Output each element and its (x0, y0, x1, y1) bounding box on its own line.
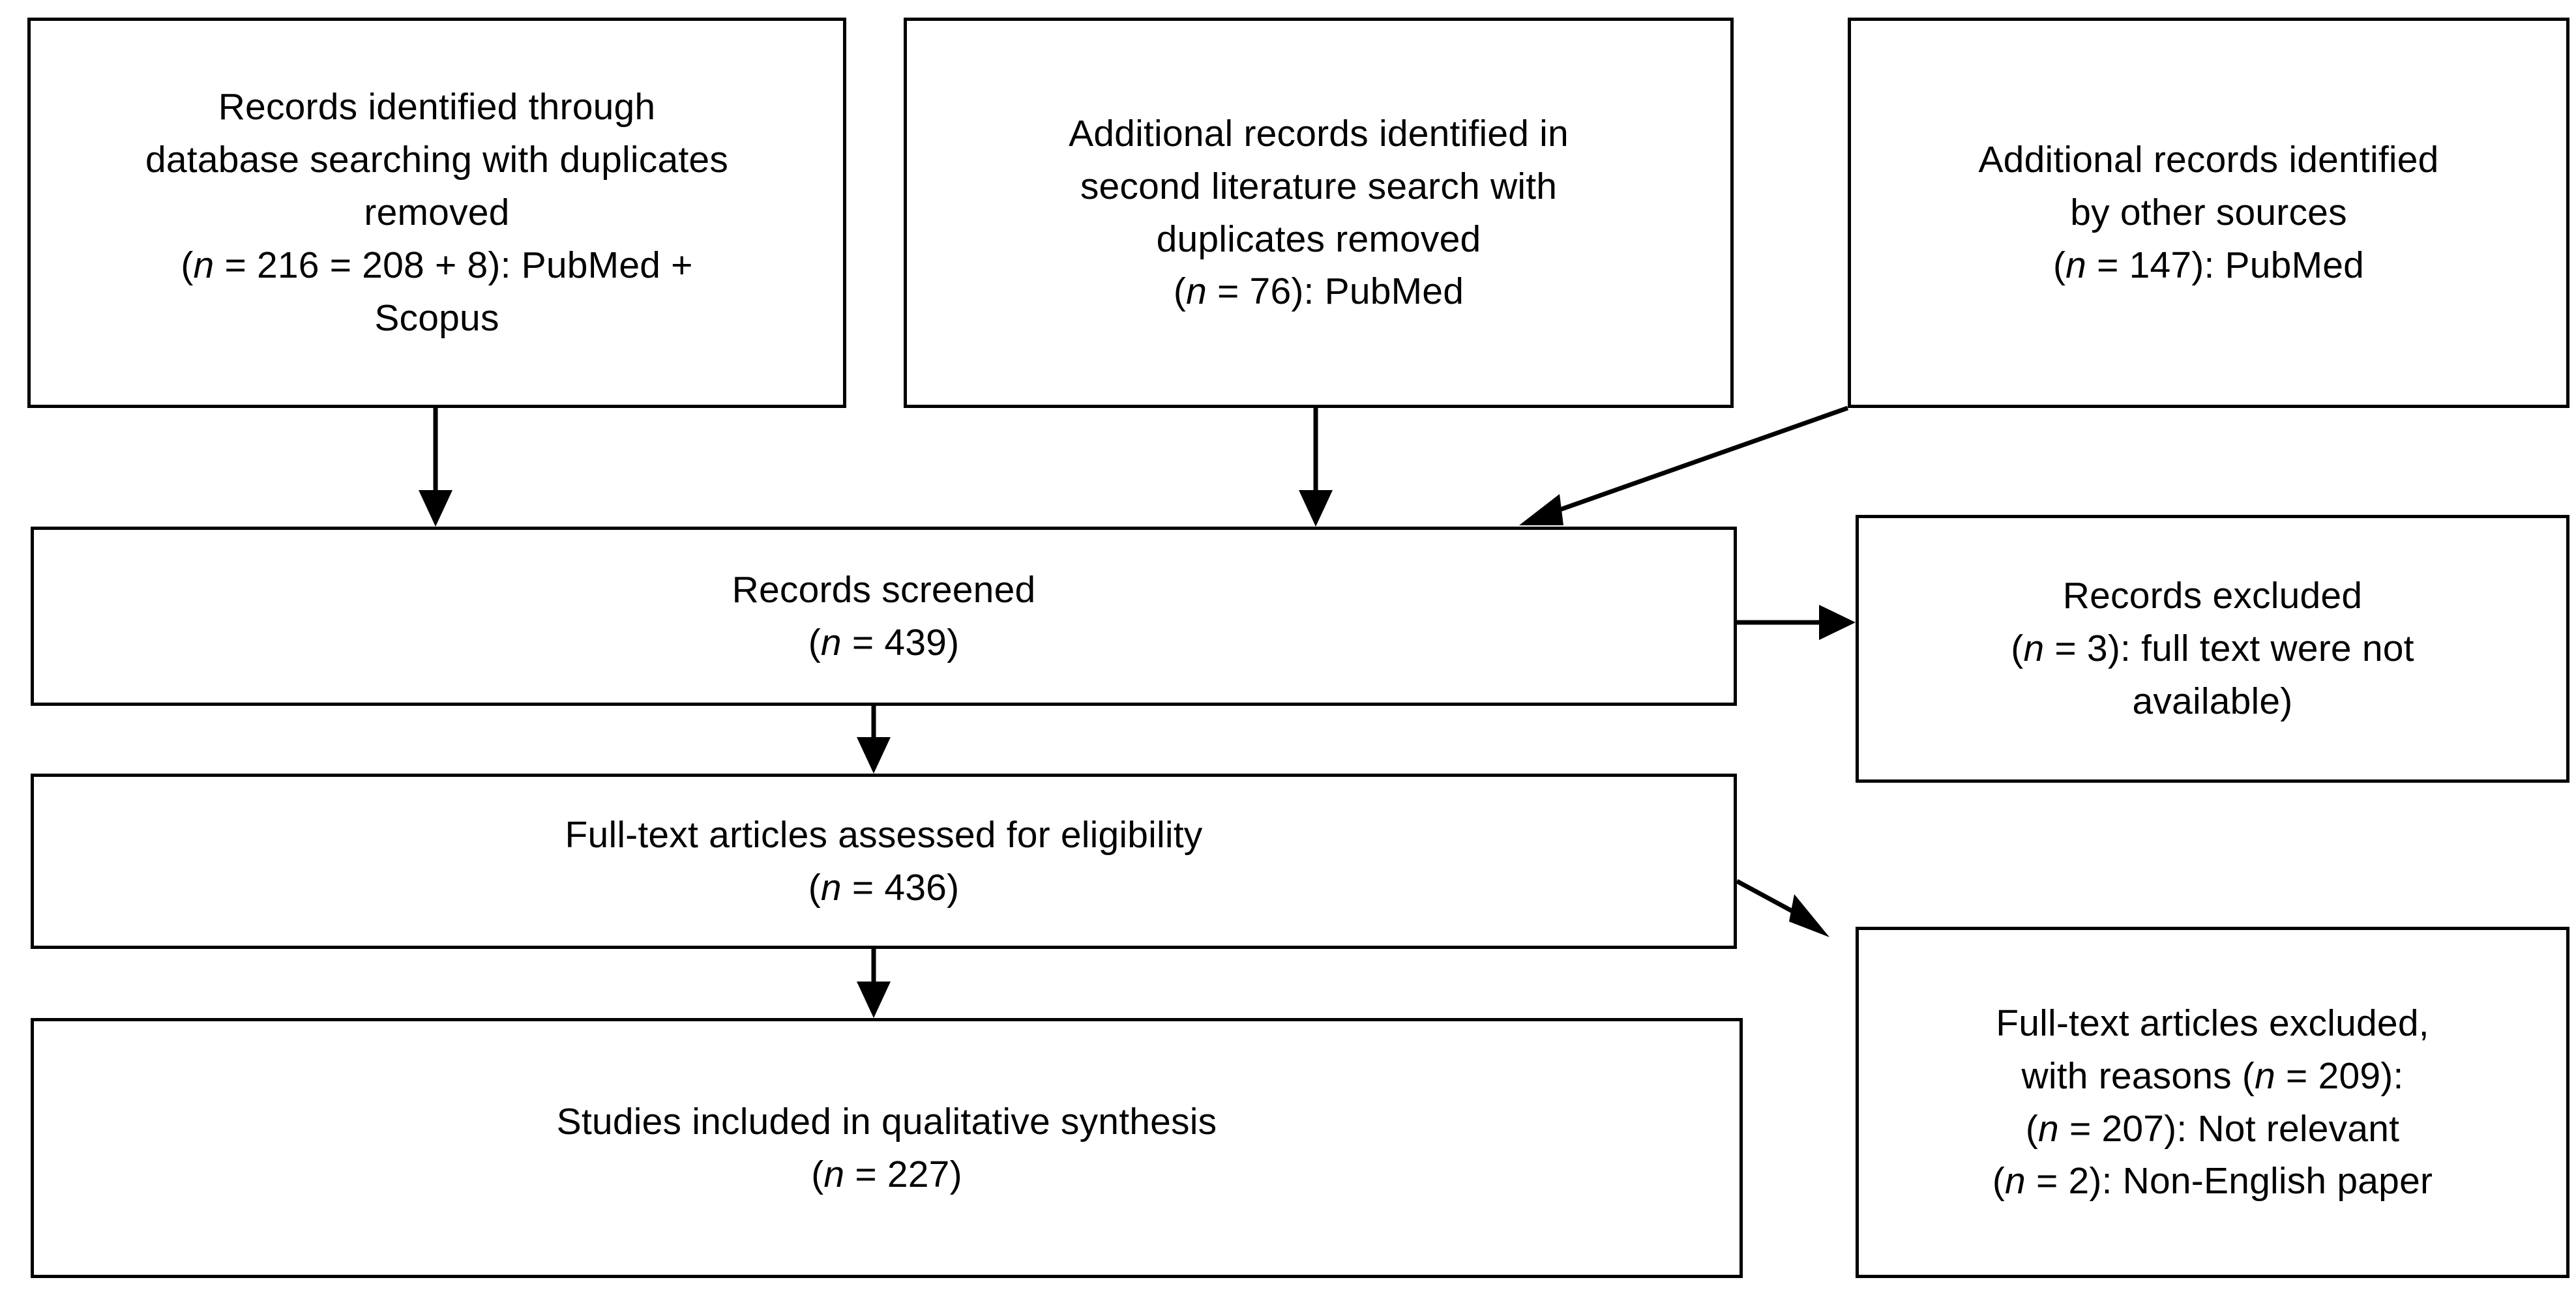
node-line-count: (n = 436) (808, 866, 960, 909)
node-line: Studies included in qualitative synthesi… (556, 1100, 1217, 1142)
node-additional-records-other-sources: Additional records identified by other s… (1848, 18, 2569, 408)
node-line-reason: (n = 2): Non-English paper (1992, 1160, 2433, 1202)
node-additional-records-second-search: Additional records identified in second … (904, 18, 1734, 408)
node-line-count: (n = 439) (808, 621, 960, 663)
node-line: duplicates removed (1156, 218, 1481, 260)
node-line-count: with reasons (n = 209): (2021, 1055, 2404, 1097)
arrow-fulltext-to-included (857, 949, 891, 1018)
node-line: second literature search with (1080, 165, 1558, 207)
node-line: removed (364, 192, 510, 234)
arrow-other-sources-to-screened (1519, 405, 1849, 525)
node-line: by other sources (2070, 192, 2347, 234)
arrow-second-search-to-screened (1299, 408, 1333, 527)
arrow-db-search-to-screened (419, 408, 452, 527)
node-line: Full-text articles assessed for eligibil… (565, 813, 1203, 856)
node-records-screened: Records screened (n = 439) (31, 527, 1737, 706)
node-line: Full-text articles excluded, (1996, 1002, 2429, 1044)
node-line: database searching with duplicates (145, 139, 729, 181)
arrow-screened-to-excluded (1737, 605, 1856, 640)
node-line: available) (2132, 680, 2293, 722)
node-line: Scopus (374, 297, 499, 339)
node-fulltext-articles-assessed: Full-text articles assessed for eligibil… (31, 774, 1737, 949)
arrow-fulltext-to-fulltext-excluded (1736, 879, 1829, 937)
node-line-count: (n = 147): PubMed (2052, 244, 2365, 286)
arrow-screened-to-fulltext (857, 706, 891, 774)
node-line: Additional records identified (1978, 139, 2439, 181)
node-line: Additional records identified in (1069, 112, 1569, 154)
node-records-excluded: Records excluded (n = 3): full text were… (1856, 515, 2569, 783)
node-line-count: (n = 216 = 208 + 8): PubMed + (181, 244, 693, 286)
node-line: Records excluded (2062, 575, 2363, 617)
node-studies-included-qualitative-synthesis: Studies included in qualitative synthesi… (31, 1018, 1743, 1278)
node-line-reason: (n = 207): Not relevant (2025, 1107, 2400, 1150)
node-line: Records screened (732, 568, 1036, 611)
node-line-count: (n = 227) (811, 1153, 962, 1195)
node-line: Records identified through (218, 86, 656, 128)
node-fulltext-articles-excluded: Full-text articles excluded, with reason… (1856, 927, 2569, 1278)
node-line-count: (n = 3): full text were not (2011, 628, 2414, 670)
node-line-count: (n = 76): PubMed (1173, 270, 1464, 313)
node-records-identified-database-searching: Records identified through database sear… (27, 18, 846, 408)
